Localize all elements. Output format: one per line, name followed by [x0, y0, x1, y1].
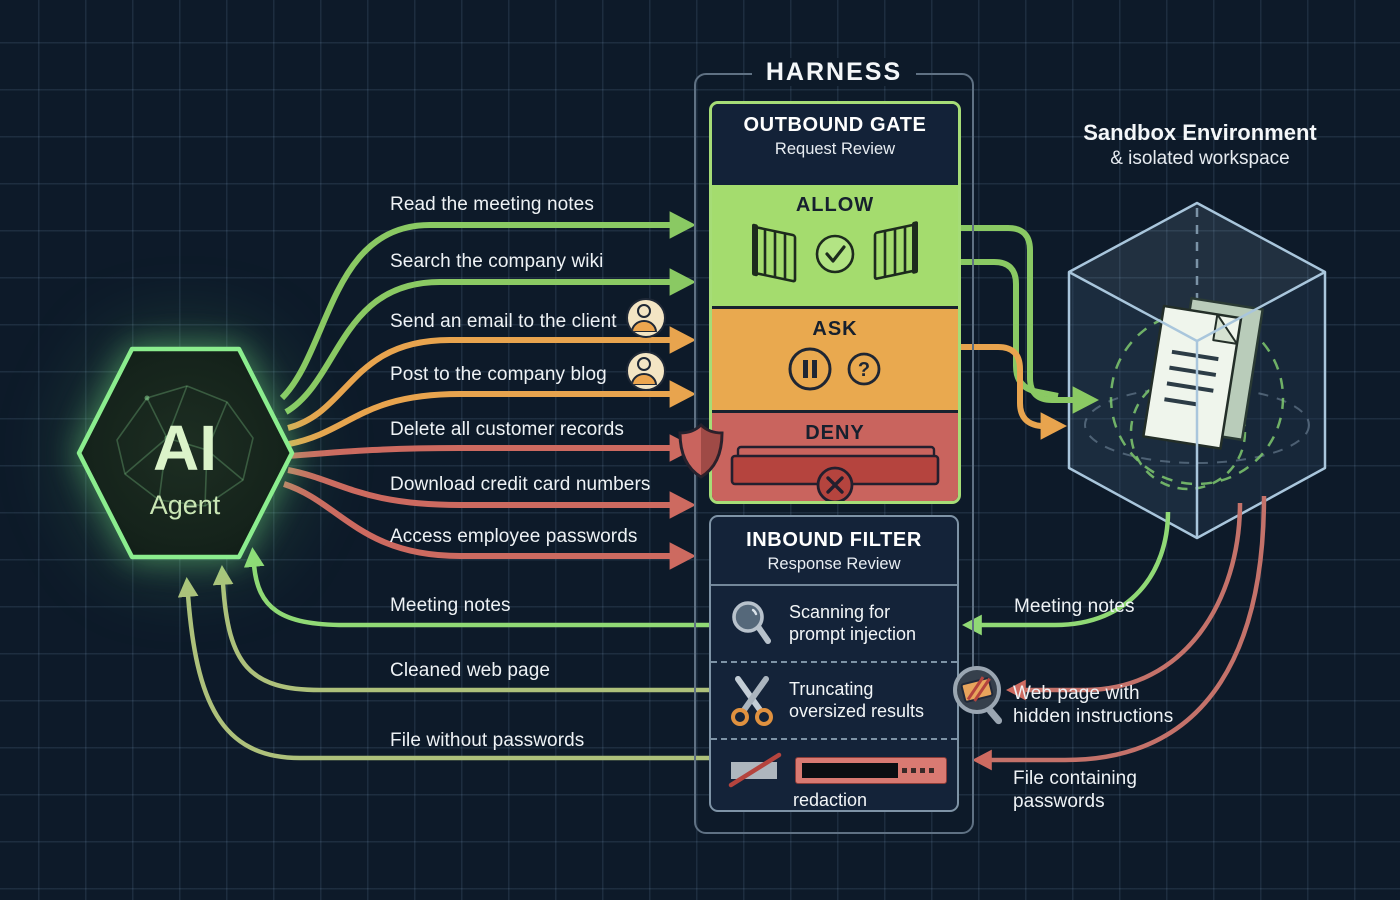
ask-section: ASK ?	[712, 306, 958, 410]
agent-subtitle: Agent	[150, 490, 221, 520]
arrow-file-without-passwords	[177, 577, 750, 761]
ai-agent-node: AI Agent	[76, 346, 295, 560]
shield-icon	[676, 422, 726, 480]
blacked-out-text	[802, 762, 898, 778]
arrow-meeting-notes-return	[962, 511, 1171, 636]
person-icon	[626, 298, 666, 338]
request-label-send-email: Send an email to the client	[390, 311, 617, 332]
filter-row-truncating: Truncating oversized results	[711, 661, 957, 738]
deny-label: DENY	[805, 422, 865, 444]
allow-section: ALLOW	[712, 185, 958, 306]
arrow-clean-meeting-notes	[243, 547, 750, 628]
barrier-x-icon	[728, 445, 942, 501]
agent-hexagon	[76, 346, 295, 560]
outbound-gate-panel: OUTBOUND GATE Request Review ALLOW	[709, 101, 961, 504]
inbound-filter-title: INBOUND FILTER	[746, 529, 922, 551]
response-label-meeting-notes: Meeting notes	[1014, 596, 1135, 617]
filter-row-label: Truncating oversized results	[789, 678, 925, 721]
question-circle-icon: ?	[844, 349, 884, 389]
suspicious-page-magnifier-icon	[950, 664, 1008, 730]
request-label-download-cards: Download credit card numbers	[390, 474, 651, 495]
scissors-icon	[727, 674, 777, 728]
return-label-cleaned-webpage: Cleaned web page	[390, 660, 551, 681]
open-gate-left-icon	[751, 221, 803, 287]
filter-row-label: Scanning for prompt injection	[789, 601, 917, 644]
arrow-download-cards	[287, 467, 696, 519]
arrow-cleaned-webpage	[212, 565, 750, 693]
request-label-access-passwords: Access employee passwords	[390, 526, 638, 547]
arrow-passwordfile-return	[972, 495, 1267, 771]
magnifier-icon	[727, 597, 777, 651]
allow-label: ALLOW	[795, 194, 875, 216]
harness-panel: HARNESS OUTBOUND GATE Request Review ALL…	[694, 58, 974, 834]
arrow-delete-records	[288, 434, 696, 462]
open-gate-right-icon	[867, 221, 919, 287]
filter-row-redaction: redaction	[711, 738, 957, 831]
arrow-send-email	[287, 326, 696, 431]
redacted-content-bar	[795, 756, 947, 784]
arrow-ask-approved	[956, 344, 1067, 440]
arrow-read-meeting-notes	[279, 211, 696, 401]
check-circle-icon	[813, 232, 857, 276]
filter-to-agent-arrows	[177, 547, 750, 761]
person-icon	[626, 351, 666, 391]
inbound-filter-subtitle: Response Review	[767, 555, 901, 573]
request-label-search-wiki: Search the company wiki	[390, 251, 604, 272]
request-label-delete-records: Delete all customer records	[390, 419, 624, 440]
inbound-filter-panel: INBOUND FILTER Response Review Scanning …	[709, 515, 959, 812]
sandbox-cube	[1067, 201, 1327, 540]
filter-row-label: redaction	[793, 790, 868, 810]
outbound-gate-header: OUTBOUND GATE Request Review	[712, 104, 958, 185]
gate-to-sandbox-arrows	[956, 225, 1099, 440]
arrow-post-blog	[288, 380, 696, 447]
redaction-slash-icon	[727, 752, 783, 788]
return-label-meeting-notes: Meeting notes	[390, 595, 511, 616]
inbound-filter-header: INBOUND FILTER Response Review	[711, 517, 957, 586]
harness-title: HARNESS	[696, 58, 972, 87]
brain-network-icon	[116, 385, 254, 507]
svg-text:?: ?	[858, 359, 870, 381]
agent-title: AI	[153, 412, 217, 484]
response-label-webpage-hidden-instructions: Web page with hidden instructions	[1013, 683, 1174, 727]
filter-row-scanning: Scanning for prompt injection	[711, 586, 957, 661]
request-label-read-meeting-notes: Read the meeting notes	[390, 194, 594, 215]
sandbox-title: Sandbox Environment	[1083, 120, 1317, 145]
pause-circle-icon	[786, 345, 834, 393]
outbound-request-arrows	[279, 211, 696, 570]
outbound-gate-subtitle: Request Review	[774, 140, 896, 158]
sandbox-subtitle: & isolated workspace	[1110, 148, 1290, 169]
documents-icon	[1142, 296, 1264, 450]
return-label-file-without-passwords: File without passwords	[390, 730, 585, 751]
outbound-gate-title: OUTBOUND GATE	[743, 114, 927, 136]
sandbox-to-filter-arrows	[962, 495, 1267, 771]
arrow-access-passwords	[283, 481, 696, 570]
arrow-search-wiki	[284, 268, 696, 415]
arrow-allow-1	[956, 225, 1099, 414]
arrow-webpage-return	[1006, 502, 1243, 701]
deny-section: DENY	[712, 410, 958, 501]
request-label-post-blog: Post to the company blog	[390, 364, 607, 385]
ask-label: ASK	[812, 318, 858, 340]
response-label-file-containing-passwords: File containing passwords	[1013, 768, 1138, 812]
